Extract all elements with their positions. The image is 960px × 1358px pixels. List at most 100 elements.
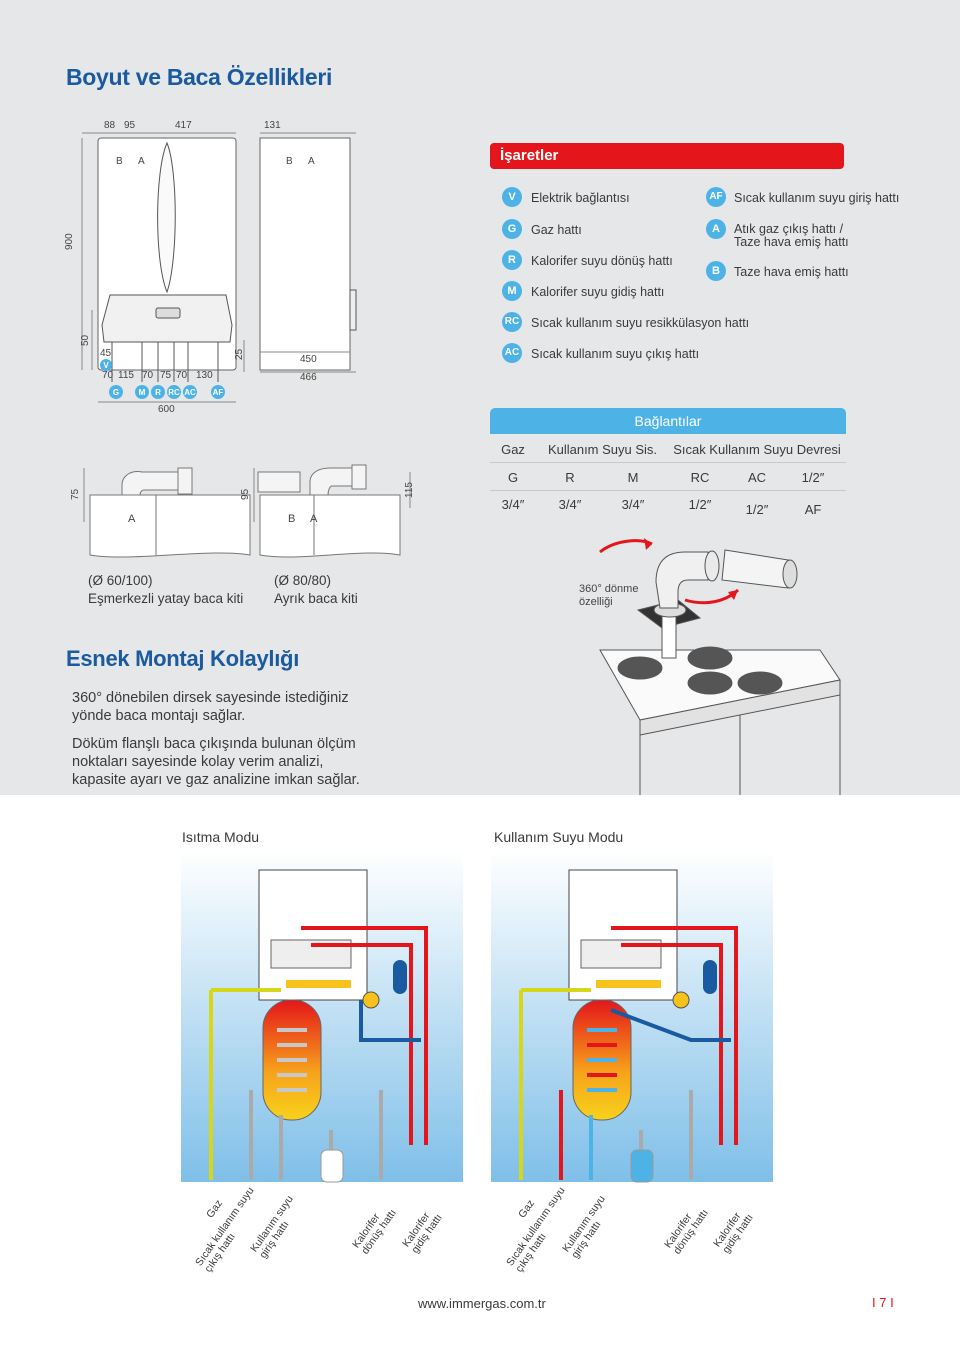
dhw-label-return: Kalorifer dönüş hattı: [662, 1207, 711, 1257]
dhw-mode-diagram: [491, 850, 773, 1183]
flue-a-right: A: [310, 513, 318, 525]
size-rc: 1/2″: [688, 497, 712, 512]
dim-131: 131: [264, 120, 281, 131]
flue-kit-1: (Ø 60/100) Eşmerkezli yatay baca kiti: [88, 572, 243, 608]
legend-badge-g: G: [502, 219, 522, 239]
connections-code-row: G R M RC AC 1/2″: [490, 463, 846, 491]
flue-a-left: A: [128, 513, 136, 525]
legend-text-b: Taze hava emiş hattı: [734, 265, 849, 279]
dim-95-flue: 95: [240, 488, 251, 500]
label-a-front: A: [138, 156, 145, 167]
heating-mode-diagram: [181, 850, 463, 1183]
dim-g-badge: G: [113, 388, 119, 397]
flex-p1-line2: yönde baca montajı sağlar.: [72, 708, 246, 724]
dhw-label-dhw-out: Sıcak kullanım suyu çıkış hattı: [504, 1184, 568, 1275]
group-gaz: Gaz: [501, 442, 525, 457]
flex-title: Esnek Montaj Kolaylığı: [66, 646, 300, 671]
dim-ac-badge: AC: [184, 388, 196, 397]
flue-kit-2-size: (Ø 80/80): [274, 573, 332, 588]
legend-text-ac: Sıcak kullanım suyu çıkış hattı: [531, 347, 700, 361]
legend-text-v: Elektrik bağlantısı: [531, 191, 630, 205]
label-b-side: B: [286, 156, 293, 167]
dim-r-badge: R: [155, 388, 161, 397]
dim-af-badge: AF: [213, 388, 224, 397]
rotation-label-line2: özelliği: [579, 596, 613, 608]
size-g: 3/4″: [501, 497, 525, 512]
code-rc: RC: [690, 470, 710, 485]
legend-badge-m: M: [502, 281, 522, 301]
legend-text-af: Sıcak kullanım suyu giriş hattı: [734, 191, 900, 205]
legend-badge-ac: AC: [502, 343, 522, 363]
dim-95: 95: [124, 120, 136, 131]
flex-p2-line1: Döküm flanşlı baca çıkışında bulunan ölç…: [72, 736, 356, 752]
flex-p1-line1: 360° dönebilen dirsek sayesinde istediği…: [72, 690, 349, 706]
mode-title-dhw: Kullanım Suyu Modu: [494, 829, 624, 845]
connections-group-row: Gaz Kullanım Suyu Sis. Sıcak Kullanım Su…: [490, 434, 846, 463]
size-r: 3/4″: [558, 497, 582, 512]
dim-900: 900: [64, 233, 75, 250]
legend-badge-rc: RC: [502, 312, 522, 332]
dim-70c: 70: [176, 370, 188, 381]
heating-label-gas: Gaz: [204, 1197, 226, 1221]
dim-45: 45: [100, 348, 112, 359]
flue-b-right: B: [288, 513, 295, 525]
legend-text-rc: Sıcak kullanım suyu resikkülasyon hattı: [531, 316, 750, 330]
code-g: G: [507, 470, 519, 485]
legend-text-g: Gaz hattı: [531, 223, 582, 237]
dim-50: 50: [80, 334, 91, 346]
connections-header: Bağlantılar: [490, 408, 846, 434]
flex-paragraph-2: Döküm flanşlı baca çıkışında bulunan ölç…: [72, 735, 360, 789]
dim-70a: 70: [102, 370, 114, 381]
label-a-side: A: [308, 156, 315, 167]
flue-kit-1-size: (Ø 60/100): [88, 573, 153, 588]
code-r: R: [565, 470, 575, 485]
legend-text-a-line1: Atık gaz çıkış hattı /: [734, 222, 844, 236]
rotation-label-line1: 360° dönme: [579, 583, 639, 595]
dim-70b: 70: [142, 370, 154, 381]
legend-text-r: Kalorifer suyu dönüş hattı: [531, 254, 673, 268]
flex-p2-line3: kapasite ayarı ve gaz analizine imkan sa…: [72, 772, 360, 788]
legend-badge-r: R: [502, 250, 522, 270]
mode-title-heating: Isıtma Modu: [182, 829, 260, 845]
legend-badge-af: AF: [706, 187, 726, 207]
legend-header: İşaretler: [490, 143, 844, 169]
legend-text-m: Kalorifer suyu gidiş hattı: [531, 285, 665, 299]
dim-466: 466: [300, 372, 317, 383]
flex-paragraph-1: 360° dönebilen dirsek sayesinde istediği…: [72, 689, 349, 725]
size-ac: 1/2″: [745, 502, 769, 517]
flue-kit-drawings: 75 95 115 A B A: [70, 464, 415, 558]
dhw-label-flow: Kalorifer gidiş hattı: [711, 1210, 756, 1256]
legend-badge-v: V: [502, 187, 522, 207]
dim-600: 600: [158, 404, 175, 415]
flex-p2-line2: noktaları sayesinde kolay verim analizi,: [72, 754, 324, 770]
connections-size-row: 3/4″ 3/4″ 3/4″ 1/2″ 1/2″ AF: [490, 491, 846, 518]
dim-115: 115: [118, 370, 134, 381]
footer-url: www.immergas.com.tr: [418, 1296, 546, 1311]
dim-rc-badge: RC: [168, 388, 180, 397]
rotating-elbow-illustration: [599, 538, 841, 795]
heating-label-dhw-out: Sıcak kullanım suyu çıkış hattı: [193, 1184, 257, 1275]
heating-label-flow: Kalorifer gidiş hattı: [400, 1210, 445, 1256]
label-b-front: B: [116, 156, 123, 167]
dim-130: 130: [196, 370, 213, 381]
legend-text-a-line2: Taze hava emiş hattı: [734, 235, 849, 249]
flue-kit-2: (Ø 80/80) Ayrık baca kiti: [274, 572, 358, 608]
legend-badge-b: B: [706, 261, 726, 281]
dim-m-badge: M: [139, 388, 146, 397]
dim-450: 450: [300, 354, 317, 365]
size-af: AF: [804, 502, 822, 517]
legend-badge-a: A: [706, 219, 726, 239]
dim-75-flue: 75: [70, 488, 81, 500]
group-kullanim: Kullanım Suyu Sis.: [547, 442, 658, 457]
dim-417: 417: [175, 120, 192, 131]
size-m: 3/4″: [621, 497, 645, 512]
rotation-label: 360° dönme özelliği: [579, 583, 638, 609]
flue-kit-2-name: Ayrık baca kiti: [274, 591, 358, 606]
flue-kit-1-name: Eşmerkezli yatay baca kiti: [88, 591, 244, 606]
page-title: Boyut ve Baca Özellikleri: [66, 64, 333, 90]
dim-v-badge: V: [103, 361, 109, 370]
dim-75: 75: [160, 370, 172, 381]
dim-25: 25: [234, 348, 245, 360]
code-m: M: [627, 470, 639, 485]
dim-88: 88: [104, 120, 116, 131]
